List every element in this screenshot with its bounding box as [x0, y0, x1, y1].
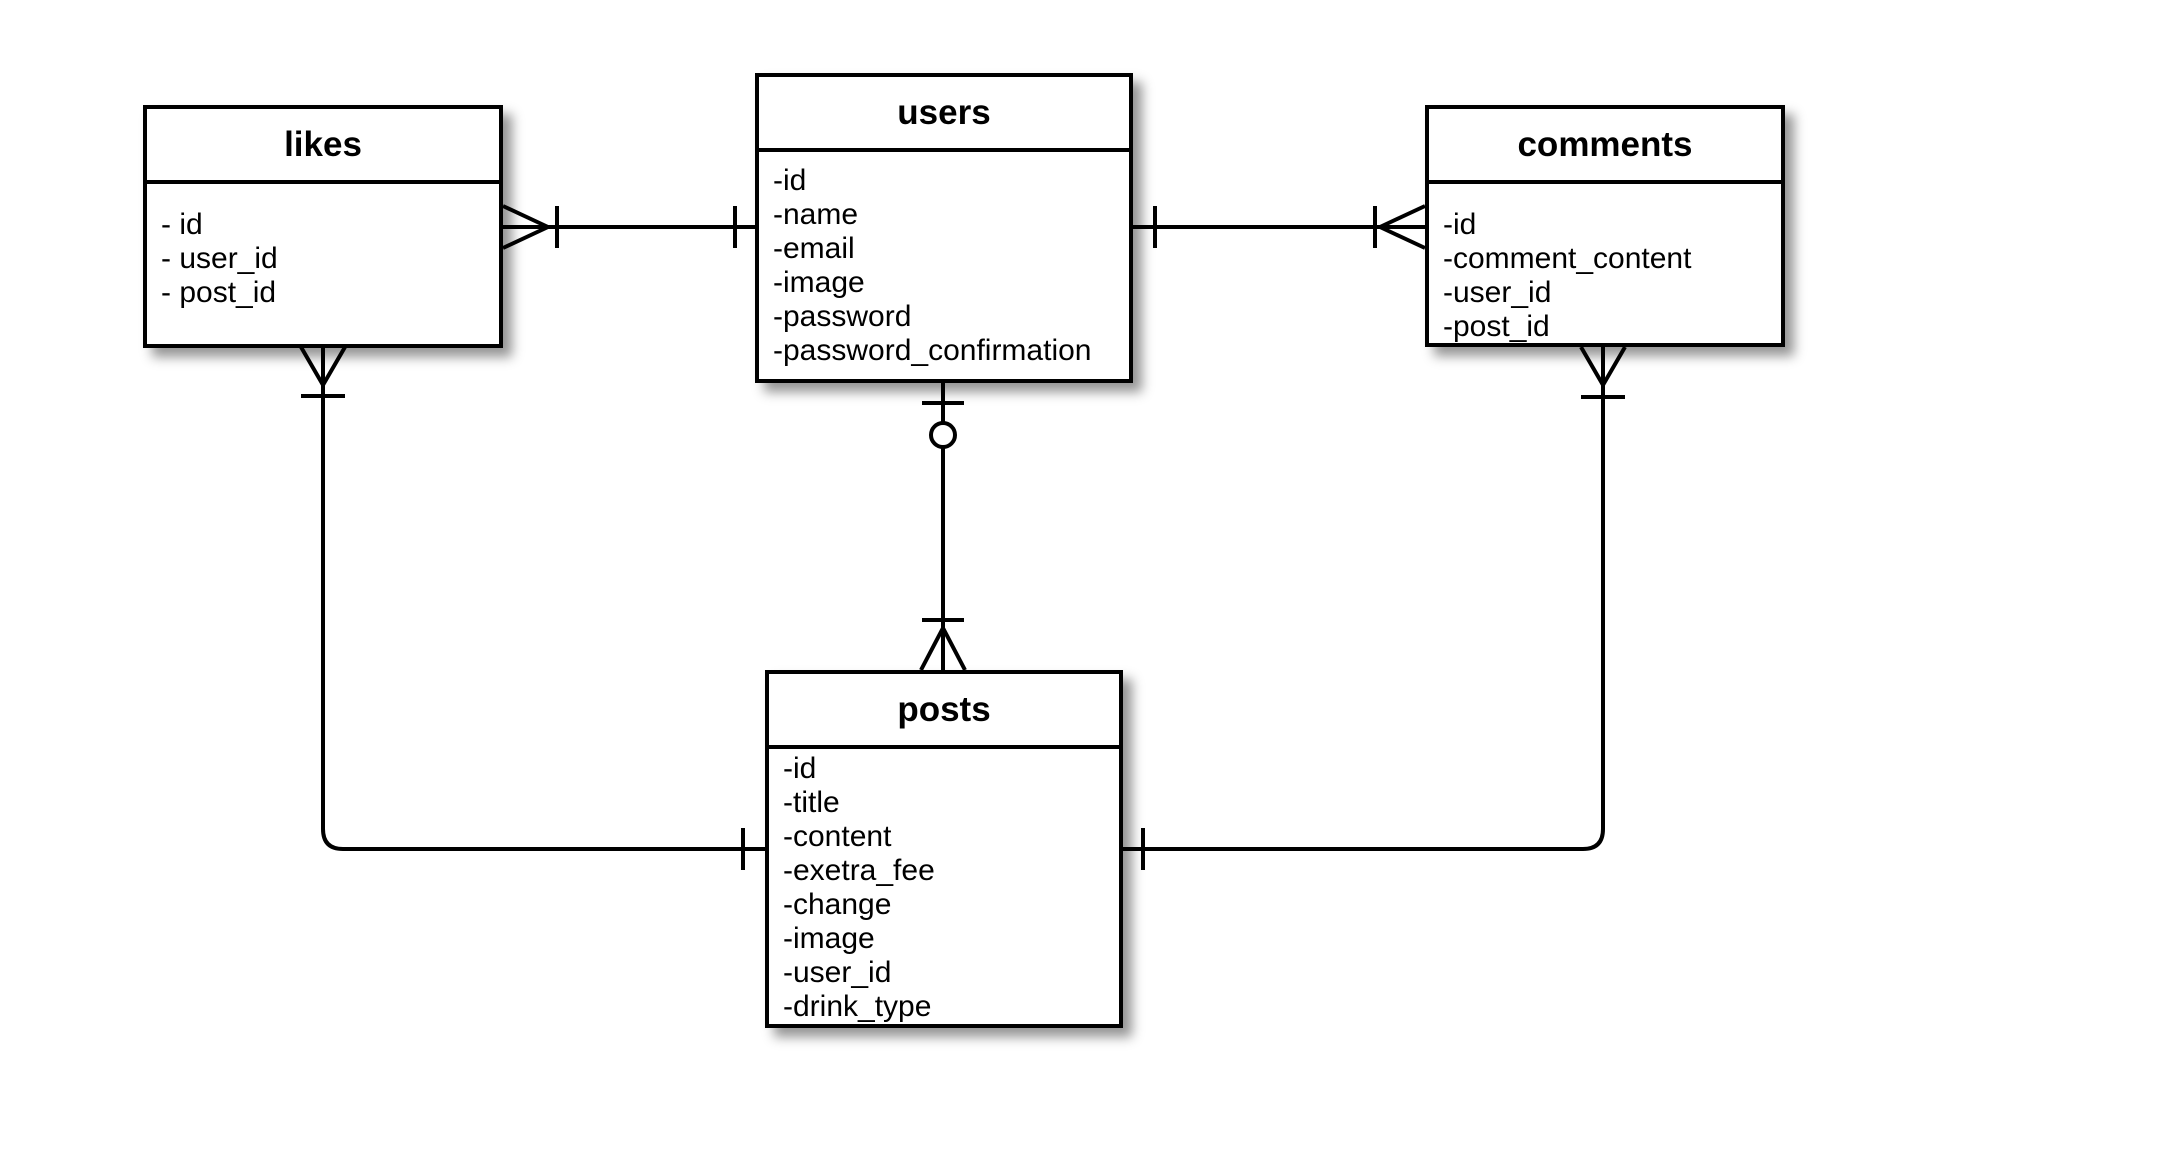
field-users-password: -password: [773, 300, 912, 333]
connector-line: [321, 347, 765, 851]
field-posts-drink-type: -drink_type: [783, 990, 932, 1023]
cardinality-zero-circle-icon: [929, 421, 957, 449]
crow-foot-many-icon: [502, 204, 549, 250]
connector-likes-users: [502, 204, 755, 250]
entity-comments-title: comments: [1429, 109, 1781, 184]
field-likes-user-id: - user_id: [161, 242, 278, 275]
field-posts-exetra-fee: -exetra_fee: [783, 854, 935, 887]
field-users-password-confirmation: -password_confirmation: [773, 334, 1092, 367]
crow-foot-many-icon: [919, 627, 967, 671]
entity-comments: comments -id -comment_content -user_id -…: [1425, 105, 1785, 347]
entity-users-fields: -id -name -email -image -password -passw…: [759, 152, 1129, 368]
connector-users-comments: [1133, 204, 1426, 250]
field-comments-post-id: -post_id: [1443, 310, 1550, 343]
field-posts-title: -title: [783, 786, 840, 819]
crow-foot-many-icon: [1379, 204, 1426, 250]
field-posts-content: -content: [783, 820, 892, 853]
entity-posts-title: posts: [769, 674, 1119, 749]
field-users-name: -name: [773, 198, 859, 231]
entity-posts: posts -id -title -content -exetra_fee -c…: [765, 670, 1123, 1028]
field-users-email: -email: [773, 232, 855, 265]
field-comments-id: -id: [1443, 208, 1477, 241]
entity-likes-fields: - id - user_id - post_id: [147, 184, 499, 310]
field-likes-post-id: - post_id: [161, 276, 277, 309]
field-posts-user-id: -user_id: [783, 956, 892, 989]
entity-users-title: users: [759, 77, 1129, 152]
entity-users: users -id -name -email -image -password …: [755, 73, 1133, 383]
entity-likes-title: likes: [147, 109, 499, 184]
entity-likes: likes - id - user_id - post_id: [143, 105, 503, 348]
field-posts-change: -change: [783, 888, 892, 921]
field-posts-image: -image: [783, 922, 875, 955]
field-comments-comment-content: -comment_content: [1443, 242, 1692, 275]
field-posts-id: -id: [783, 752, 817, 785]
entity-comments-fields: -id -comment_content -user_id -post_id: [1429, 184, 1781, 344]
connector-likes-posts: [299, 345, 765, 870]
connector-comments-posts: [1123, 345, 1627, 870]
field-likes-id: - id: [161, 208, 203, 241]
entity-posts-fields: -id -title -content -exetra_fee -change …: [769, 749, 1119, 1024]
field-users-image: -image: [773, 266, 865, 299]
field-users-id: -id: [773, 164, 807, 197]
connector-line: [1123, 347, 1605, 851]
crow-foot-many-icon: [1579, 345, 1627, 387]
field-comments-user-id: -user_id: [1443, 276, 1552, 309]
crow-foot-many-icon: [299, 345, 347, 387]
connector-users-posts: [919, 383, 967, 671]
